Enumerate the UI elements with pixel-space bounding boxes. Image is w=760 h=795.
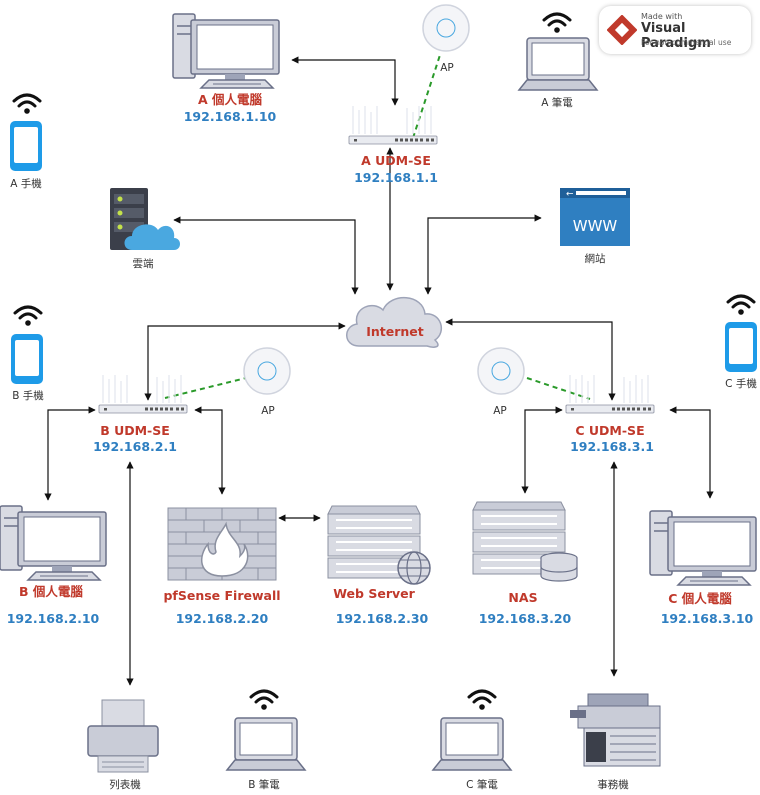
- c-ap-label: AP: [493, 405, 507, 417]
- a-pc-name: A 個人電腦: [197, 92, 263, 107]
- a-phone-icon: [10, 121, 42, 171]
- cloud-service-icon: [110, 188, 180, 250]
- b-laptop-label: B 筆電: [248, 779, 280, 791]
- a-ap-label: AP: [440, 62, 454, 74]
- c-phone-icon: [725, 322, 757, 372]
- office-machine-label: 事務機: [597, 779, 629, 791]
- wireless-c-ap: [526, 377, 591, 400]
- c-router-ip: 192.168.3.1: [570, 439, 654, 454]
- c-laptop-label: C 筆電: [466, 779, 498, 791]
- link-c-router-pc: [669, 406, 714, 499]
- c-ap-icon: [477, 347, 525, 395]
- website-icon: ← WWW: [560, 188, 630, 246]
- b-ap-icon: [243, 347, 291, 395]
- nas-name: NAS: [508, 590, 538, 605]
- a-pc-ip: 192.168.1.10: [183, 109, 277, 124]
- web-server-icon: [327, 505, 431, 585]
- nas-ip: 192.168.3.20: [478, 611, 572, 626]
- a-router-icon: [348, 105, 438, 145]
- b-laptop-icon: [226, 717, 306, 771]
- website-screen-text: WWW: [573, 217, 618, 235]
- b-phone-wifi-icon: [13, 305, 43, 328]
- c-phone-wifi-icon: [726, 294, 756, 317]
- badge-line2: Visual Paradigm: [641, 21, 711, 51]
- c-pc-name: C 個人電腦: [668, 591, 732, 606]
- firewall-ip: 192.168.2.20: [175, 611, 269, 626]
- a-phone-label: A 手機: [10, 178, 42, 190]
- internet-cloud-icon: [346, 296, 443, 348]
- c-laptop-icon: [432, 717, 512, 771]
- visual-paradigm-badge: Made with Visual Paradigm For non-commer…: [599, 6, 751, 54]
- firewall-name: pfSense Firewall: [163, 588, 281, 603]
- a-pc-icon: [172, 13, 280, 89]
- link-b-router-pc: [44, 406, 96, 501]
- visual-paradigm-logo-icon: [607, 15, 637, 45]
- webserver-ip: 192.168.2.30: [335, 611, 429, 626]
- link-a-pc-router: [291, 56, 399, 106]
- b-laptop-wifi-icon: [249, 689, 279, 712]
- c-laptop-wifi-icon: [467, 689, 497, 712]
- webserver-name: Web Server: [333, 586, 415, 601]
- badge-line1: Made with: [641, 12, 683, 21]
- nas-icon: [472, 501, 578, 582]
- b-ap-label: AP: [261, 405, 275, 417]
- wireless-links: [164, 54, 591, 400]
- internet-label: Internet: [366, 324, 424, 339]
- c-pc-ip: 192.168.3.10: [660, 611, 754, 626]
- c-pc-icon: [649, 510, 757, 586]
- b-phone-icon: [11, 334, 43, 384]
- wired-links: [44, 56, 714, 686]
- b-phone-label: B 手機: [12, 390, 44, 402]
- link-internet-b-router: [144, 322, 346, 401]
- link-cloud-internet: [173, 216, 359, 295]
- svg-text:←: ←: [566, 190, 574, 200]
- badge-line3: For non-commercial use: [641, 38, 732, 47]
- firewall-icon: [167, 507, 277, 581]
- c-phone-label: C 手機: [725, 378, 757, 390]
- b-pc-icon: [0, 505, 107, 581]
- b-router-icon: [98, 374, 188, 414]
- link-b-router-firewall: [194, 406, 226, 495]
- a-ap-icon: [422, 4, 470, 52]
- website-label: 網站: [584, 253, 606, 265]
- b-pc-ip: 192.168.2.10: [6, 611, 100, 626]
- a-phone-wifi-icon: [12, 93, 42, 116]
- b-router-name: B UDM-SE: [100, 423, 170, 438]
- a-router-ip: 192.168.1.1: [354, 170, 438, 185]
- link-website-internet: [424, 214, 542, 295]
- link-internet-c-router: [445, 318, 616, 401]
- wireless-a-ap: [412, 54, 441, 139]
- printer-label: 列表機: [109, 779, 141, 791]
- a-laptop-icon: [518, 37, 598, 91]
- c-router-icon: [565, 374, 655, 414]
- a-laptop-wifi-icon: [542, 12, 572, 35]
- link-c-router-nas: [521, 406, 563, 494]
- b-router-ip: 192.168.2.1: [93, 439, 177, 454]
- c-router-name: C UDM-SE: [575, 423, 645, 438]
- printer-icon: [87, 699, 159, 773]
- a-router-name: A UDM-SE: [361, 153, 431, 168]
- b-pc-name: B 個人電腦: [19, 584, 83, 599]
- office-machine-icon: [570, 693, 661, 767]
- wireless-b-ap: [164, 377, 247, 399]
- a-laptop-label: A 筆電: [541, 97, 573, 109]
- cloud-service-label: 雲端: [132, 258, 154, 270]
